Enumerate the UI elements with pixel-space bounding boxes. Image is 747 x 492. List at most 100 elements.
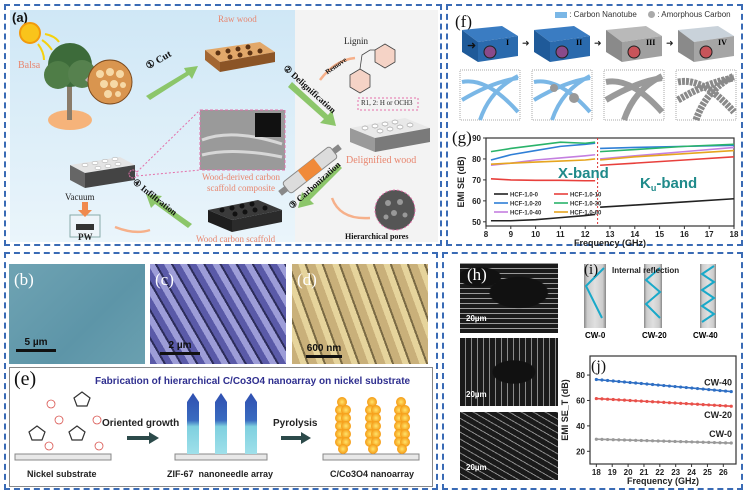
panel-fg-frame: [446, 4, 743, 246]
vacuum-label: Vacuum: [65, 192, 95, 202]
data-point: [628, 438, 632, 442]
data-point: [707, 440, 711, 444]
step-oriented-growth-label: Oriented growth: [102, 418, 180, 429]
scale-text-d: 600 nm: [306, 343, 342, 354]
x-tick-label: 10: [531, 230, 540, 239]
x-tick-label: 16: [680, 230, 689, 239]
data-point: [712, 440, 716, 445]
data-point: [594, 437, 598, 441]
data-point: [611, 397, 615, 402]
data-point: [718, 403, 722, 408]
arrow-icon: ➜: [666, 38, 674, 48]
data-point: [600, 437, 604, 441]
data-point: [650, 439, 655, 443]
data-point: [695, 440, 700, 444]
series-HCF-1.0-10: [490, 156, 735, 182]
data-point: [617, 379, 621, 384]
x-axis-label: Frequency (GHz): [574, 238, 646, 248]
data-point: [622, 438, 627, 442]
x-tick-label: 15: [655, 230, 664, 239]
sample-label-cw20: CW-20: [642, 331, 667, 340]
scale-text-b: 5 µm: [24, 337, 48, 348]
composite-label: Wood-derived carbon scaffold composite: [202, 172, 280, 193]
data-point: [628, 398, 632, 403]
legend-label: HCF-1.0-40: [510, 211, 542, 217]
arrow-carbonization: [298, 164, 342, 208]
data-point: [594, 396, 598, 401]
data-point: [695, 402, 700, 406]
zif67-needle-icon: [187, 393, 257, 454]
pw-label: PW: [78, 232, 93, 242]
data-point: [634, 399, 638, 403]
legend-label: HCF-1.0-10: [570, 193, 602, 199]
series-HCF-1.0-0: [490, 197, 735, 222]
cw20-tube-icon: [644, 264, 662, 328]
arrow-icon: ➜: [594, 38, 602, 48]
legend-label: HCF-1.0-60: [570, 211, 602, 217]
panel-b-label: (b): [14, 270, 34, 289]
x-tick-label: 19: [608, 468, 617, 477]
data-point: [594, 377, 598, 382]
y-tick-label: 80: [472, 155, 481, 164]
stage-4-inset: [675, 69, 737, 122]
data-point: [622, 380, 627, 384]
composite-block-icon: [70, 156, 135, 188]
panel-e-illustration: [14, 391, 420, 461]
panel-a-label: (a): [12, 10, 28, 25]
series-line: [600, 197, 735, 208]
data-point: [611, 379, 615, 383]
panel-f-illustration: ➜ ➜ ➜ ➜: [459, 26, 737, 122]
data-point: [667, 439, 672, 443]
data-point: [712, 388, 716, 392]
data-point: [650, 382, 655, 387]
svg-text:➜: ➜: [467, 40, 476, 52]
data-point: [701, 403, 705, 407]
scale-text-c: 2 µm: [168, 340, 192, 351]
scale-text-h3: 20µm: [466, 463, 487, 472]
stage-label-3: III: [646, 38, 656, 47]
arrow-cut: [146, 66, 198, 100]
r-note-label: R1, 2: H or OCH3: [361, 99, 413, 107]
data-point: [600, 397, 604, 401]
hierarchical-pores-icon: [374, 189, 416, 231]
y-tick-label: 80: [576, 371, 585, 380]
y-axis-label: EMI SE_T (dB): [560, 379, 570, 441]
legend-label: HCF-1.0-20: [510, 202, 542, 208]
lignin-structure-icon: [349, 43, 396, 94]
step-pyrolysis-label: Pyrolysis: [273, 418, 318, 429]
stage-label-2: II: [576, 38, 583, 47]
stage-2-inset: [531, 69, 593, 121]
data-point: [667, 401, 672, 405]
stage-1-block-icon: [462, 26, 518, 62]
data-point: [729, 441, 733, 445]
zif67-label: ZIF-67 nanoneedle array: [167, 469, 274, 479]
panel-h-label: (h): [467, 265, 487, 284]
data-point: [712, 403, 716, 407]
data-point: [729, 389, 733, 394]
series-line: [490, 213, 596, 222]
amorphous-carbon-swatch-icon: [648, 11, 655, 19]
panel-c-label: (c): [155, 270, 174, 289]
nickel-substrate-1: [14, 453, 112, 461]
series-HCF-1.0-30: [490, 141, 735, 153]
data-point: [684, 440, 688, 444]
data-point: [690, 440, 694, 444]
x-tick-label: 13: [606, 230, 615, 239]
data-point: [667, 384, 672, 388]
data-point: [645, 399, 649, 404]
sem-image-d: [292, 264, 428, 364]
data-point: [656, 400, 660, 404]
data-point: [617, 398, 621, 402]
scale-bar-c: 2 µm: [160, 340, 200, 355]
data-point: [724, 389, 728, 393]
series-line: [490, 158, 596, 165]
carbon-scaffold-block-icon: [208, 200, 282, 232]
data-point: [628, 380, 632, 385]
x-tick-label: 12: [581, 230, 590, 239]
y-tick-label: 50: [472, 218, 481, 227]
legend-ac: : Amorphous Carbon: [648, 10, 731, 19]
plot-area: [589, 355, 737, 465]
series-HCF-1.0-60: [490, 149, 735, 165]
data-point: [605, 437, 610, 442]
